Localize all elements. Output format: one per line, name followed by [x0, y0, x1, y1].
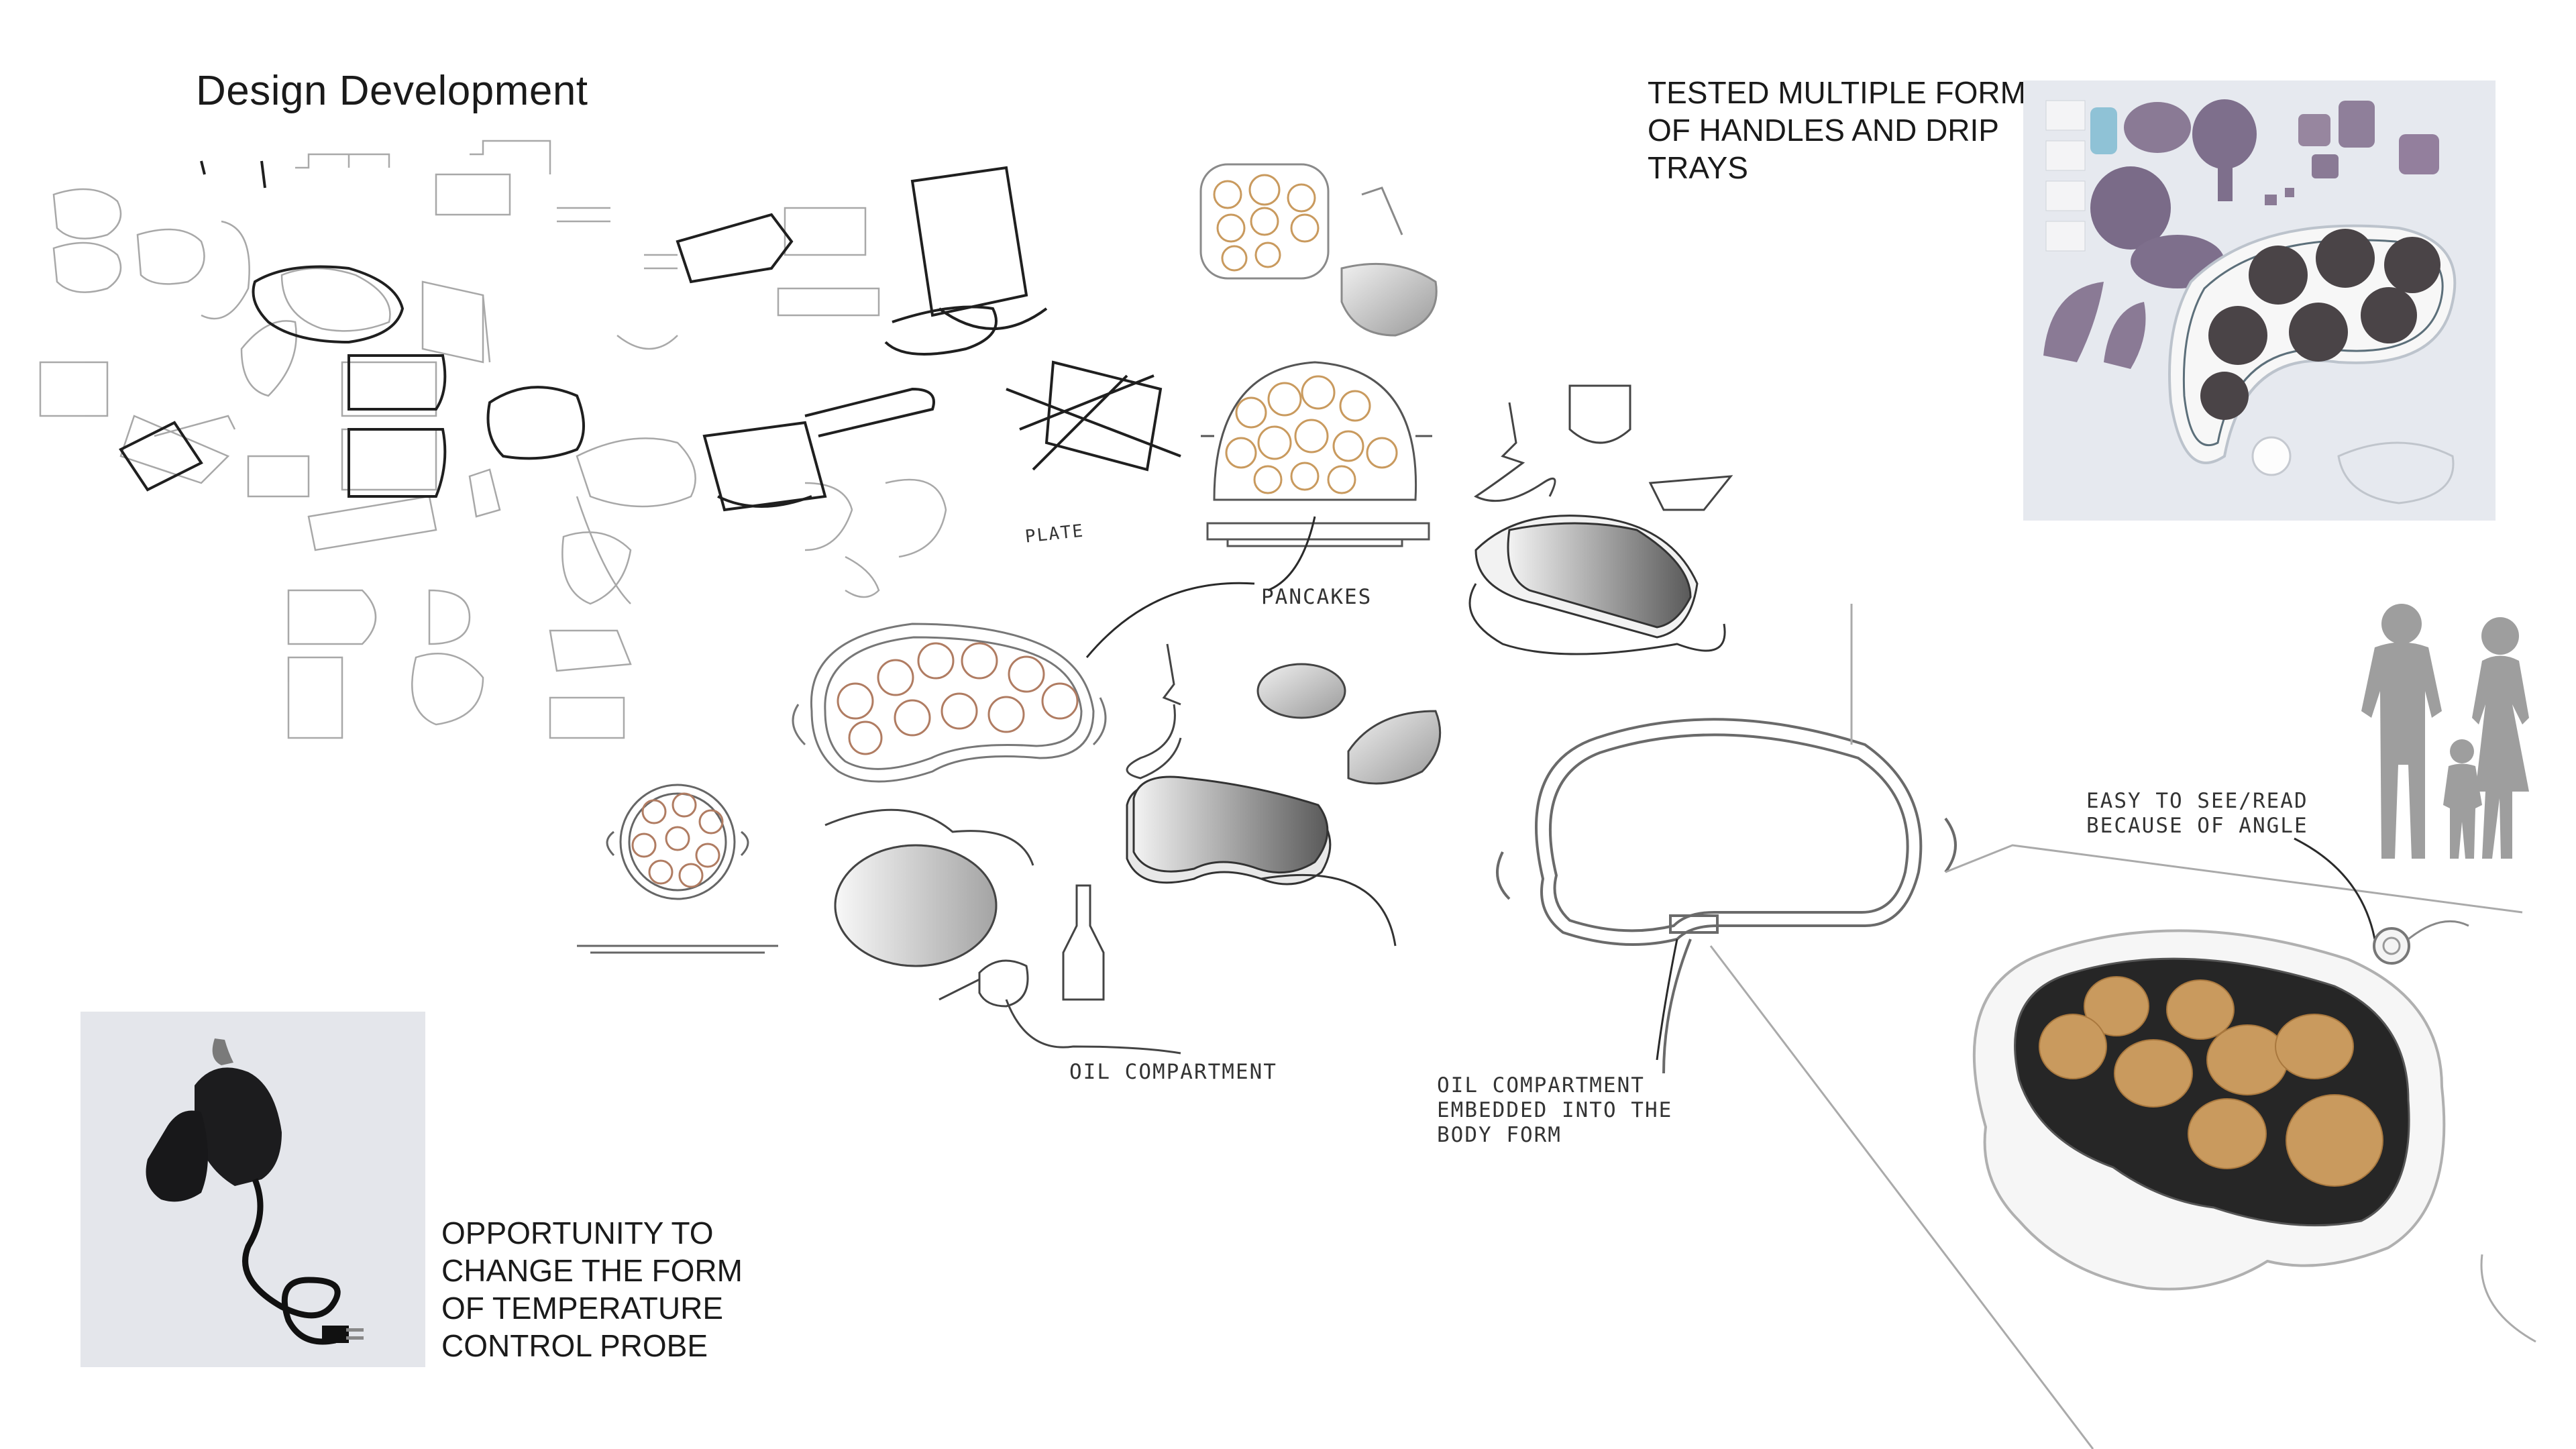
half-dome-griddle: [1201, 361, 1432, 547]
large-outline-griddle: [1496, 718, 1957, 1074]
temperature-probe-photo: [80, 1012, 425, 1367]
angle-annotation: EASY TO SEE/READ BECAUSE OF ANGLE: [2086, 789, 2308, 839]
handle-mockups-photo: [2023, 80, 2496, 521]
probe-caption: OPPORTUNITY TO CHANGE THE FORM OF TEMPER…: [441, 1214, 743, 1364]
probe-caption-line-4: CONTROL PROBE: [441, 1328, 708, 1363]
probe-caption-line-2: CHANGE THE FORM: [441, 1253, 743, 1288]
half-round-griddle: [1468, 515, 1726, 655]
oil-compartment-annotation: OIL COMPARTMENT: [1069, 1060, 1277, 1084]
table-lines: [1709, 604, 2536, 1449]
bowl-sketches: [1256, 663, 1442, 785]
handles-caption-line-2: OF HANDLES AND DRIP: [1648, 113, 1999, 148]
angle-leader-line: [2294, 837, 2376, 940]
oval-plate-sketch: [824, 808, 1034, 967]
plate-sketch-label: PLATE: [1024, 521, 1085, 547]
handles-caption: TESTED MULTIPLE FORMS OF HANDLES AND DRI…: [1648, 74, 2047, 186]
pancakes-annotation: PANCAKES: [1261, 585, 1373, 609]
final-griddle-render: [1972, 920, 2469, 1291]
kidney-plate-3d: [1126, 775, 1397, 947]
oil-embedded-line-2: EMBEDDED INTO THE: [1437, 1098, 1673, 1122]
handles-caption-line-1: TESTED MULTIPLE FORMS: [1648, 75, 2047, 110]
oil-embedded-annotation: OIL COMPARTMENT EMBEDDED INTO THE BODY F…: [1437, 1073, 1672, 1148]
oil-embedded-line-3: BODY FORM: [1437, 1123, 1562, 1147]
silhouettes-scale-reference: [2361, 604, 2529, 859]
kidney-griddle-sketch: [792, 623, 1107, 783]
early-sketches: [39, 140, 947, 739]
oil-compartment-sketch: [938, 884, 1181, 1055]
oil-embedded-leader: [1656, 938, 1678, 1061]
probe-caption-line-3: OF TEMPERATURE: [441, 1291, 723, 1326]
round-griddle-sketch: [577, 784, 778, 954]
probe-sketches: [1126, 384, 1733, 780]
dark-sketches: [119, 160, 1181, 512]
handles-caption-line-3: TRAYS: [1648, 150, 1748, 185]
probe-caption-line-1: OPPORTUNITY TO: [441, 1216, 714, 1250]
oil-embedded-line-1: OIL COMPARTMENT: [1437, 1073, 1645, 1097]
page-title: Design Development: [196, 68, 588, 114]
angle-line-1: EASY TO SEE/READ: [2086, 789, 2308, 813]
oval-griddle-top: [1199, 163, 1438, 337]
angle-line-2: BECAUSE OF ANGLE: [2086, 814, 2308, 838]
